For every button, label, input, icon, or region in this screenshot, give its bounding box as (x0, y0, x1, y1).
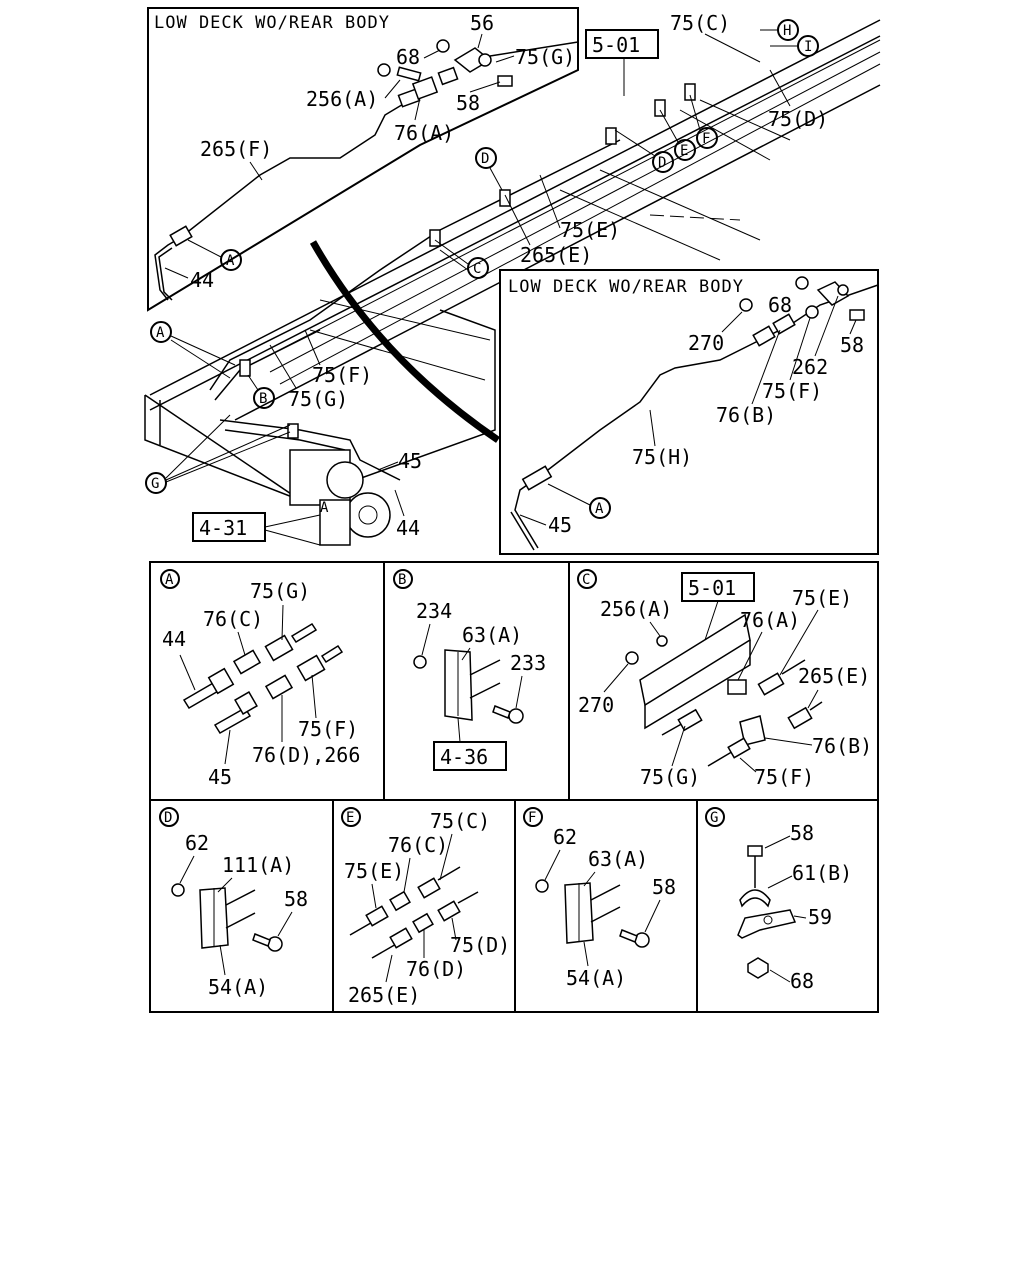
label-58-r: 58 (840, 333, 864, 357)
label-233: 233 (510, 651, 546, 675)
callout-g-main: G (151, 476, 159, 492)
label-75e-e: 75(E) (344, 859, 404, 883)
callout-f: F (702, 131, 710, 147)
label-44-tl: 44 (190, 268, 214, 292)
label-265f-tl: 265(F) (200, 137, 272, 161)
svg-text:A: A (320, 500, 329, 516)
label-262: 262 (792, 355, 828, 379)
ref-box-4-36 (433, 741, 507, 771)
inset-top-left-title: LOW DECK WO/REAR BODY (154, 13, 390, 33)
detail-c-circle: C (582, 572, 590, 588)
label-75c-e: 75(C) (430, 809, 490, 833)
label-76c-e: 76(C) (388, 833, 448, 857)
label-45-r: 45 (548, 513, 572, 537)
inset-right-title: LOW DECK WO/REAR BODY (508, 277, 744, 297)
detail-e-circle: E (346, 810, 354, 826)
callout-a-tl: A (226, 253, 235, 269)
callout-d-right: D (658, 155, 666, 171)
detail-a: A 75(G) 76(C) 44 75(F) 76(D),266 45 (160, 569, 360, 789)
detail-b-circle: B (398, 572, 406, 588)
label-75g-tl: 75(G) (515, 45, 575, 69)
label-111a: 111(A) (222, 853, 294, 877)
label-75d-main: 75(D) (768, 107, 828, 131)
label-76b-c: 76(B) (812, 734, 872, 758)
label-76d-266-a: 76(D),266 (252, 743, 360, 767)
label-63a-f: 63(A) (588, 847, 648, 871)
label-75e-main: 75(E) (560, 218, 620, 242)
detail-a-circle: A (165, 572, 174, 588)
label-75e-c: 75(E) (792, 586, 852, 610)
label-45-main: 45 (398, 449, 422, 473)
callout-h: H (783, 23, 791, 39)
label-76d-e: 76(D) (406, 957, 466, 981)
detail-d: D 62 111(A) 58 54(A) (159, 807, 308, 999)
ref-label-4-36: 4-36 (440, 745, 488, 769)
label-54a-f: 54(A) (566, 966, 626, 990)
label-270-c: 270 (578, 693, 614, 717)
label-75d-e: 75(D) (450, 933, 510, 957)
ref-label-5-01-c: 5-01 (688, 576, 736, 600)
ref-label-4-31: 4-31 (199, 516, 247, 540)
label-58-d: 58 (284, 887, 308, 911)
callout-i: I (804, 39, 812, 55)
label-75g-main: 75(G) (288, 387, 348, 411)
label-75c-main: 75(C) (670, 11, 730, 35)
detail-grid (149, 561, 879, 1013)
inset-right: LOW DECK WO/REAR BODY 68 270 58 262 75(F… (499, 269, 879, 555)
label-265e-c: 265(E) (798, 664, 870, 688)
label-45-a: 45 (208, 765, 232, 789)
label-44-a: 44 (162, 627, 186, 651)
label-76b-r: 76(B) (716, 403, 776, 427)
label-68-tl: 68 (396, 45, 420, 69)
callout-d-left: D (481, 151, 489, 167)
detail-e: E 75(C) 76(C) 75(E) 75(D) 76(D) 265(E) (341, 807, 510, 1007)
detail-f: F 62 63(A) 58 54(A) (523, 807, 676, 990)
label-75g-a: 75(G) (250, 579, 310, 603)
ref-box-5-01 (585, 29, 659, 59)
ref-label-5-01: 5-01 (592, 33, 640, 57)
label-265e-e: 265(E) (348, 983, 420, 1007)
label-76c-a: 76(C) (203, 607, 263, 631)
label-44-main: 44 (396, 516, 420, 540)
label-58-tl: 58 (456, 91, 480, 115)
detail-b: B 234 63(A) 233 4-36 (393, 569, 546, 771)
detail-f-circle: F (528, 810, 536, 826)
label-62-f: 62 (553, 825, 577, 849)
label-54a-d: 54(A) (208, 975, 268, 999)
callout-c: C (473, 261, 481, 277)
detail-d-circle: D (164, 810, 172, 826)
callout-a-main: A (156, 325, 165, 341)
label-256a-tl: 256(A) (306, 87, 378, 111)
label-59: 59 (808, 905, 832, 929)
label-75g-c: 75(G) (640, 765, 700, 789)
detail-g: G 58 61(B) 59 68 (705, 807, 852, 993)
label-76a-tl: 76(A) (394, 121, 454, 145)
label-270-r: 270 (688, 331, 724, 355)
detail-c: C 5-01 256(A) 76(A) 75(E) 265(E) 270 76(… (577, 569, 872, 789)
callout-a-r: A (595, 501, 604, 517)
label-76a-c: 76(A) (740, 608, 800, 632)
label-75f-a: 75(F) (298, 717, 358, 741)
label-234: 234 (416, 599, 452, 623)
label-265e-main: 265(E) (520, 243, 592, 267)
label-56: 56 (470, 11, 494, 35)
label-75f-r: 75(F) (762, 379, 822, 403)
callout-e: E (680, 143, 688, 159)
detail-g-circle: G (710, 810, 718, 826)
label-68-r: 68 (768, 293, 792, 317)
label-63a-b: 63(A) (462, 623, 522, 647)
label-75f-main: 75(F) (312, 363, 372, 387)
inset-top-left: LOW DECK WO/REAR BODY 56 68 75(G) 256(A)… (147, 7, 579, 312)
main-view: 5-01 4-31 75(C) 75(D) 75(E) 265(E) 75(F)… (144, 11, 881, 546)
label-68-g: 68 (790, 969, 814, 993)
label-58-g: 58 (790, 821, 814, 845)
label-75h: 75(H) (632, 445, 692, 469)
label-61b: 61(B) (792, 861, 852, 885)
label-75f-c: 75(F) (754, 765, 814, 789)
label-58-f: 58 (652, 875, 676, 899)
callout-b-main: B (259, 391, 267, 407)
label-256a-c: 256(A) (600, 597, 672, 621)
label-62-d: 62 (185, 831, 209, 855)
